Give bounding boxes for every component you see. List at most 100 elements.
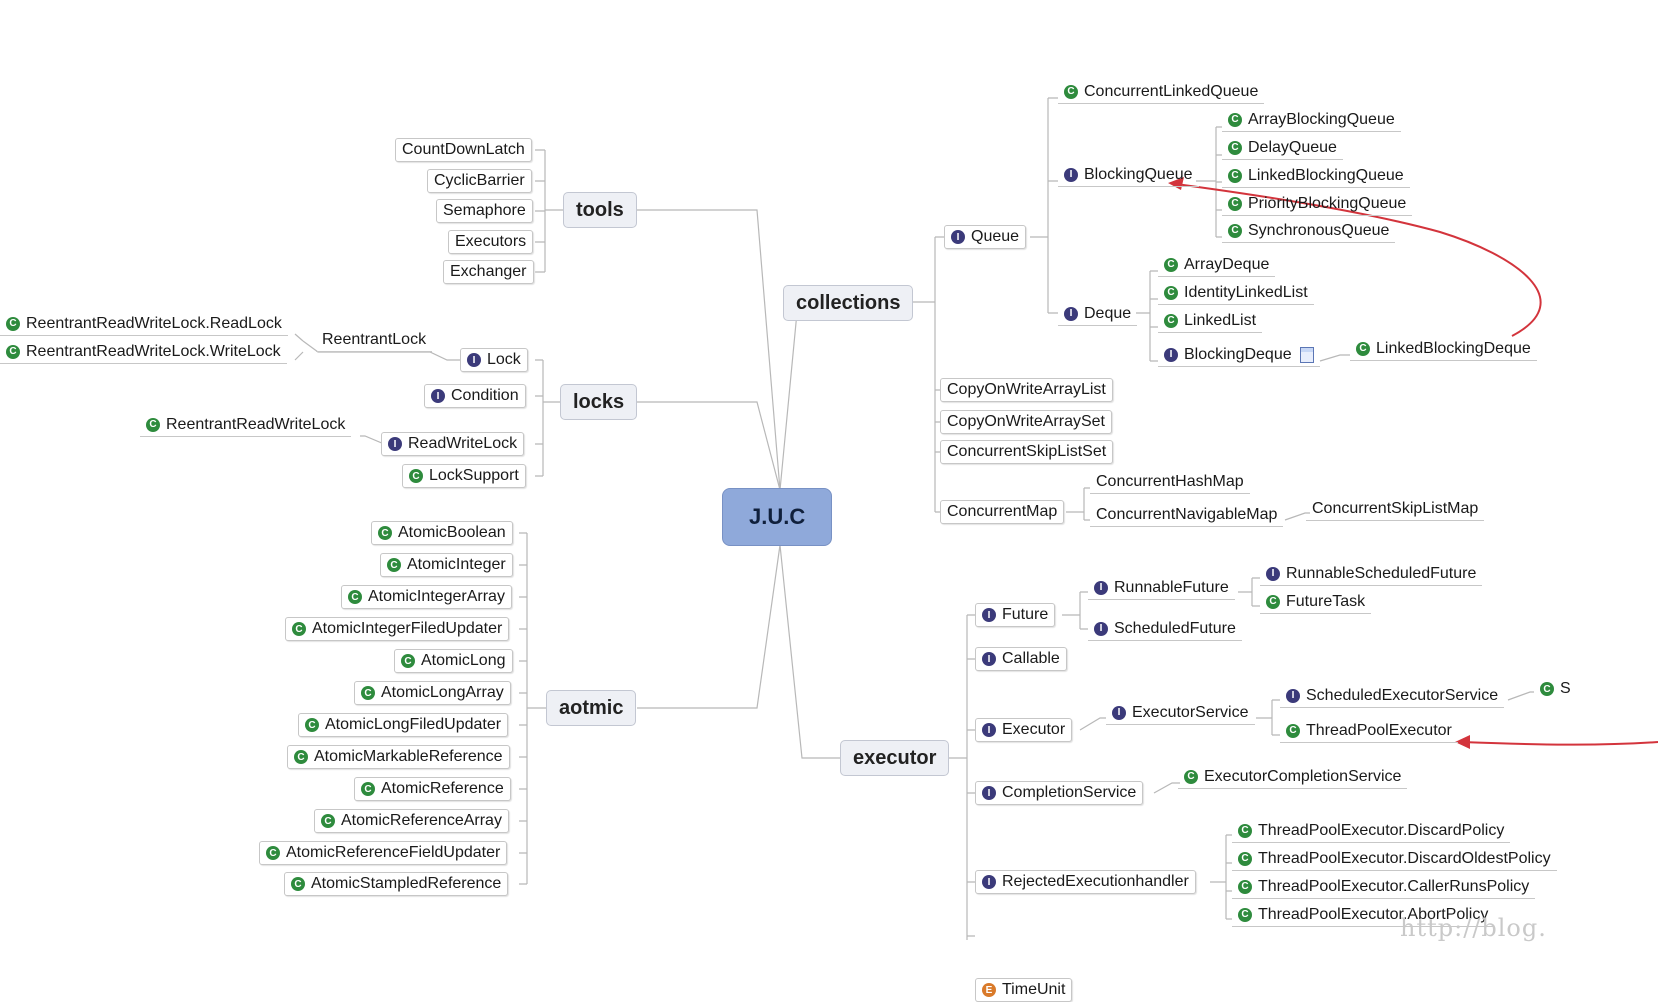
category-locks-label: locks <box>573 390 625 413</box>
concurrent-map-node[interactable]: ConcurrentMap <box>940 500 1065 524</box>
root-node[interactable]: J.U.C <box>722 488 833 546</box>
atomic-item-label: AtomicLong <box>421 652 506 669</box>
tools-item-label: Semaphore <box>443 202 526 219</box>
callable-label: Callable <box>1002 650 1060 667</box>
copy-on-write-array-list-node[interactable]: CopyOnWriteArrayList <box>940 378 1113 402</box>
class-icon: C <box>1238 879 1252 894</box>
tools-item[interactable]: Exchanger <box>443 260 534 284</box>
thread-pool-executor-label: ThreadPoolExecutor <box>1306 721 1452 739</box>
category-tools[interactable]: tools <box>563 192 637 228</box>
lock-node[interactable]: I Lock <box>460 348 528 372</box>
time-unit-label: TimeUnit <box>1002 981 1066 998</box>
blocking-deque-label: BlockingDeque <box>1184 345 1292 363</box>
category-executor[interactable]: executor <box>840 740 950 776</box>
concurrent-hash-map-node[interactable]: ConcurrentHashMap <box>1090 470 1250 494</box>
blocking-queue-impl-label: DelayQueue <box>1248 138 1337 156</box>
lock-support-label: LockSupport <box>429 467 519 484</box>
root-label: J.U.C <box>749 504 806 529</box>
tools-item[interactable]: CyclicBarrier <box>427 169 532 193</box>
reentrant-lock-node[interactable]: ReentrantLock <box>316 328 433 352</box>
class-icon: C <box>348 590 362 604</box>
concurrent-map-label: ConcurrentMap <box>947 503 1058 520</box>
note-icon <box>1299 346 1314 363</box>
reentrant-lock-label: ReentrantLock <box>322 330 427 348</box>
concurrent-skip-list-map-node[interactable]: ConcurrentSkipListMap <box>1306 497 1485 521</box>
class-icon: C <box>1164 313 1178 328</box>
category-aotmic[interactable]: aotmic <box>546 690 637 726</box>
lock-label: Lock <box>487 351 521 368</box>
interface-icon: I <box>467 353 481 367</box>
copy-on-write-array-set-node[interactable]: CopyOnWriteArraySet <box>940 410 1112 434</box>
class-icon: C <box>387 558 401 572</box>
category-aotmic-label: aotmic <box>559 696 624 719</box>
concurrent-skip-list-set-node[interactable]: ConcurrentSkipListSet <box>940 440 1114 464</box>
atomic-item-label: AtomicIntegerArray <box>368 588 505 605</box>
category-locks[interactable]: locks <box>560 384 638 420</box>
tools-item[interactable]: Executors <box>448 230 534 254</box>
atomic-item-label: AtomicLongFiledUpdater <box>325 716 502 733</box>
interface-icon: I <box>982 608 996 622</box>
concurrent-navigable-map-node[interactable]: ConcurrentNavigableMap <box>1090 503 1284 527</box>
tools-item[interactable]: Semaphore <box>436 199 533 223</box>
tools-item[interactable]: CountDownLatch <box>395 138 532 162</box>
category-collections[interactable]: collections <box>783 285 914 321</box>
interface-icon: I <box>1094 580 1108 595</box>
blocking-queue-impl-label: PriorityBlockingQueue <box>1248 194 1407 212</box>
policy-label: ThreadPoolExecutor.AbortPolicy <box>1258 905 1489 923</box>
deque-impl-label: ArrayDeque <box>1184 255 1270 273</box>
atomic-item[interactable]: C AtomicIntegerArray <box>341 585 512 609</box>
watermark: http://blog. <box>1400 914 1547 942</box>
class-icon: C <box>294 750 308 764</box>
